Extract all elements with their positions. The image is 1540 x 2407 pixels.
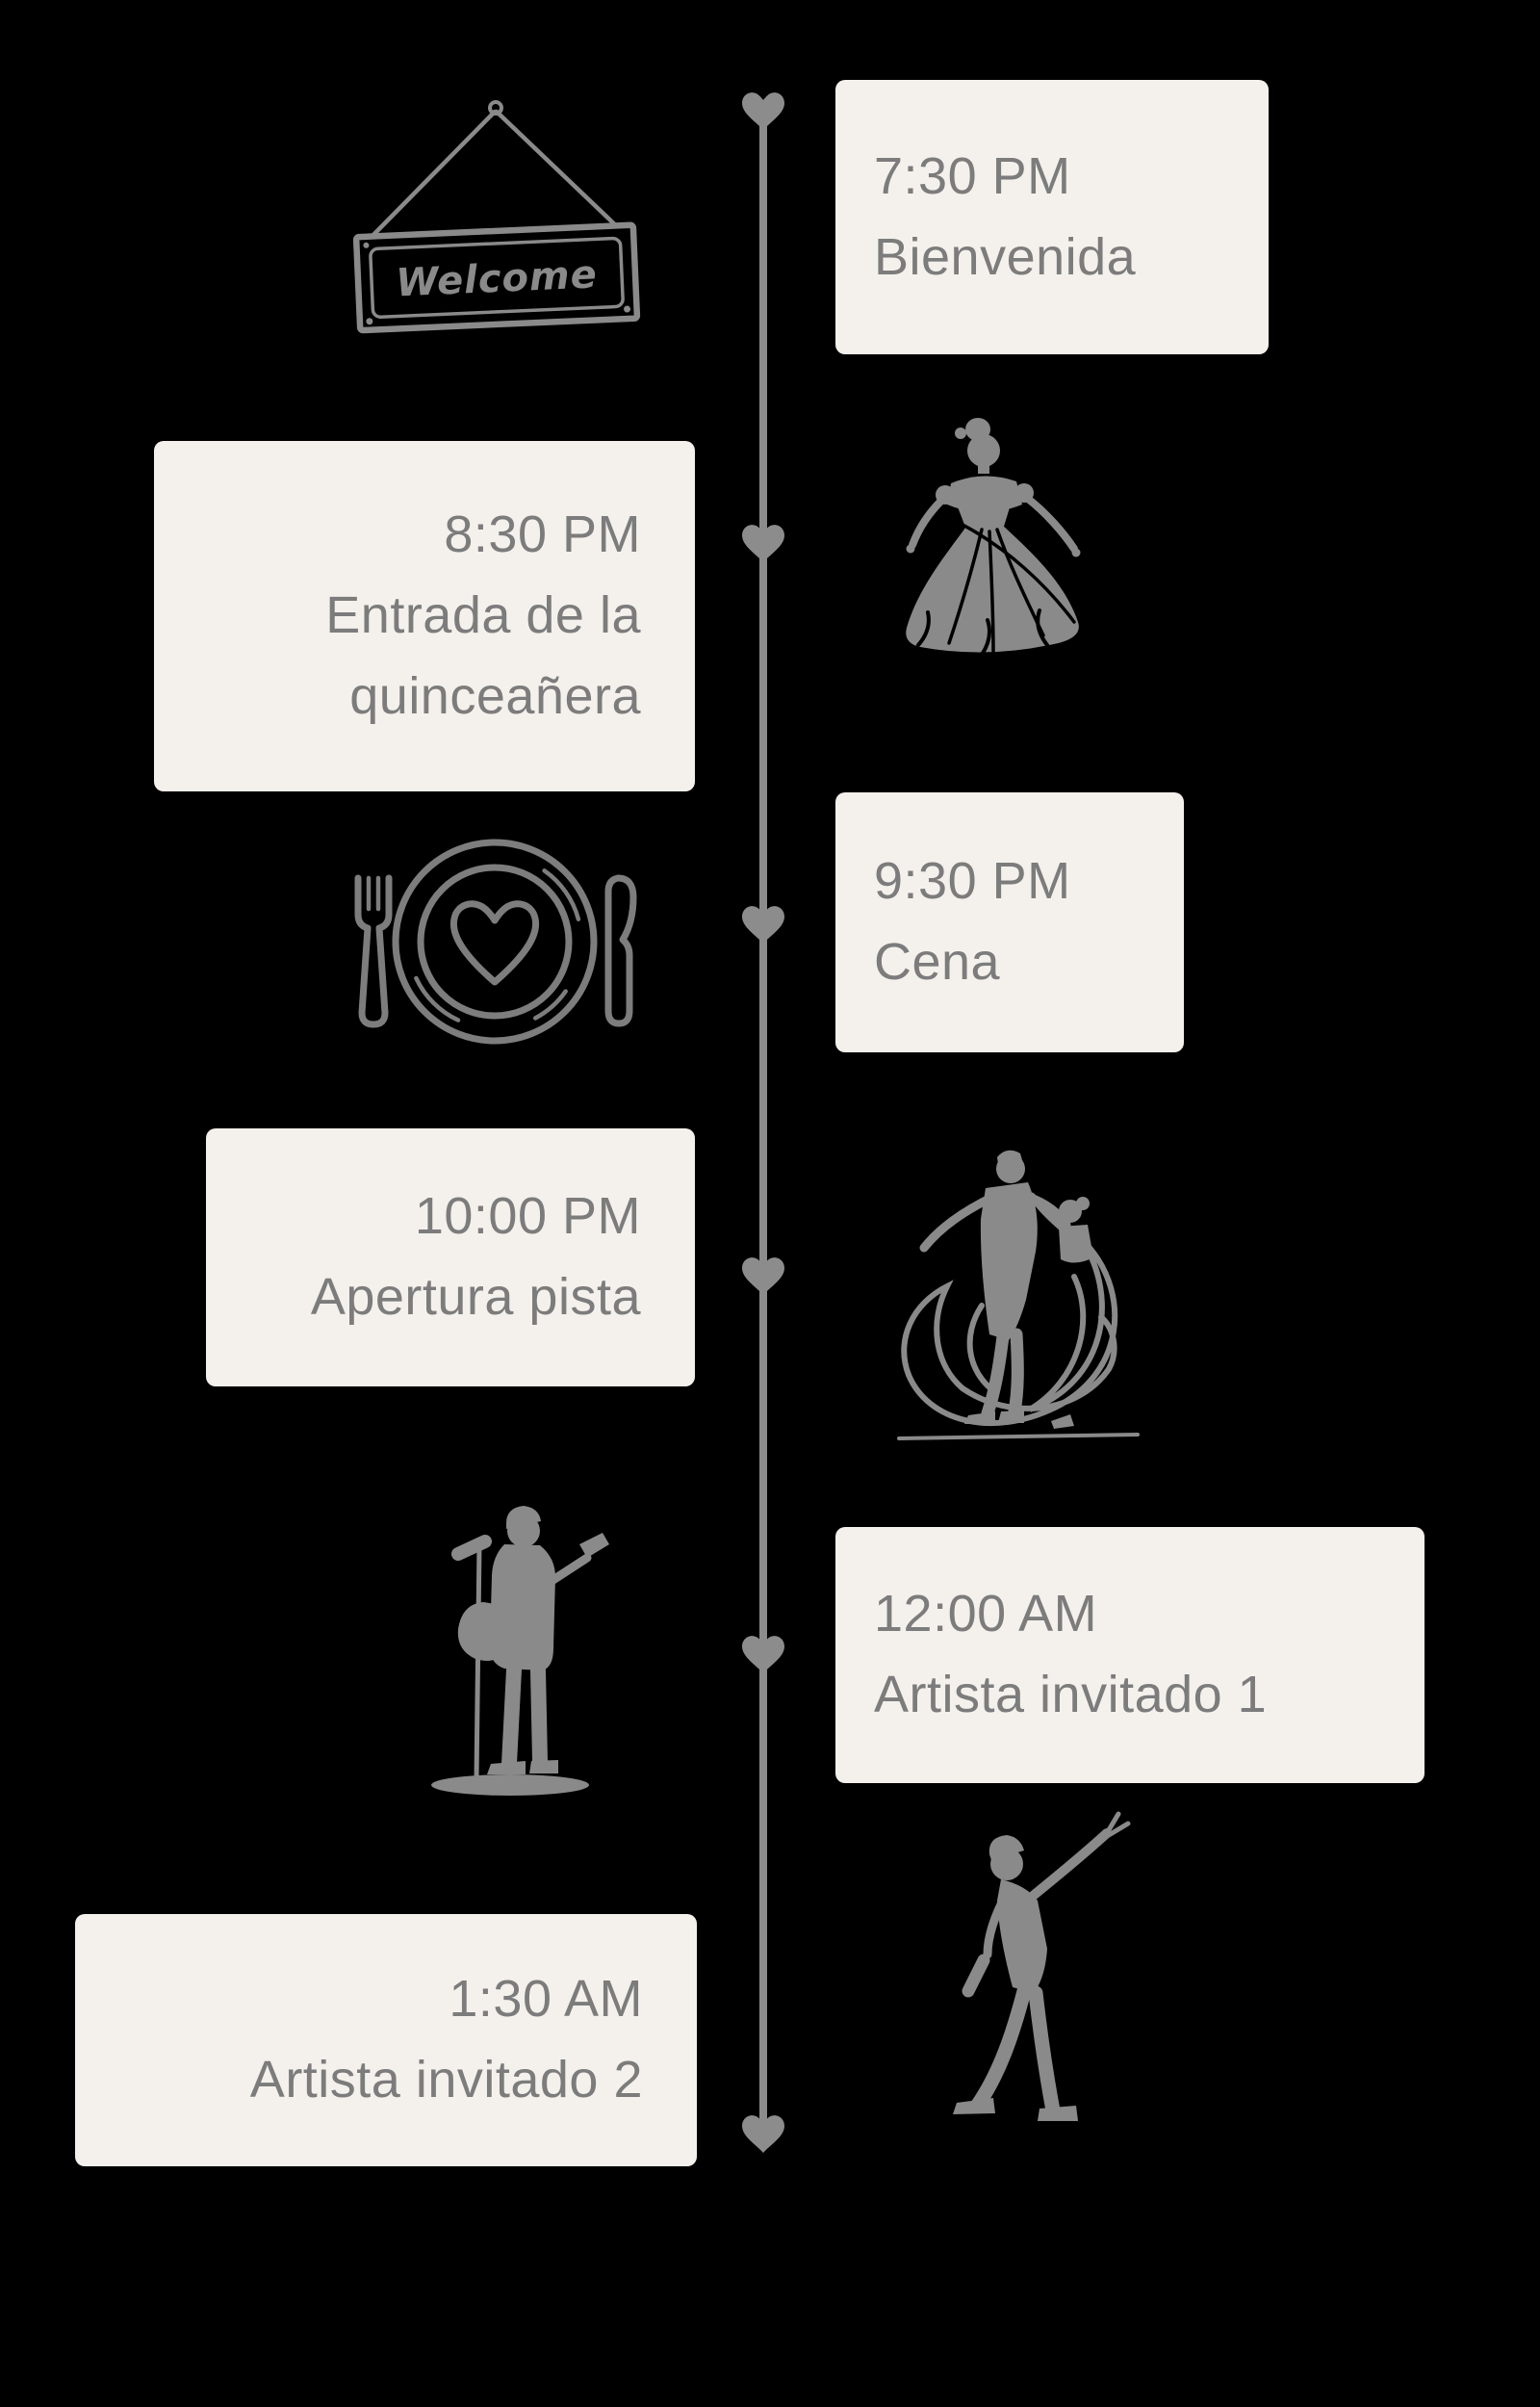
event-time: 12:00 AM — [874, 1585, 1098, 1643]
timeline-heart-marker — [742, 92, 784, 130]
event-time: 9:30 PM — [874, 852, 1071, 911]
event-time: 10:00 PM — [414, 1187, 641, 1246]
dinner-plate-heart-icon — [354, 839, 637, 1045]
event-card-artista-2: 1:30 AM Artista invitado 2 — [75, 1914, 697, 2166]
event-card-artista-1: 12:00 AM Artista invitado 1 — [835, 1527, 1424, 1783]
quinceanera-gown-icon — [906, 418, 1081, 655]
timeline-heart-marker — [742, 2115, 784, 2153]
welcome-sign-text: Welcome — [395, 252, 598, 305]
event-title: Artista invitado 2 — [249, 2051, 643, 2109]
event-card-bienvenida: 7:30 PM Bienvenida — [835, 80, 1269, 354]
performer-mic-icon — [953, 1811, 1131, 2121]
event-time: 1:30 AM — [449, 1970, 643, 2029]
event-title: Bienvenida — [874, 227, 1137, 286]
timeline-heart-marker — [742, 525, 784, 562]
event-title: Apertura pista — [310, 1268, 641, 1326]
welcome-sign-icon: Welcome — [352, 100, 641, 334]
event-time: 7:30 PM — [874, 146, 1071, 205]
timeline-line — [759, 108, 767, 2130]
event-title: Artista invitado 1 — [874, 1666, 1268, 1723]
event-card-entrada: 8:30 PM Entrada de la quinceañera — [154, 441, 695, 791]
timeline-heart-marker — [742, 1257, 784, 1295]
dancing-couple-icon — [897, 1150, 1140, 1440]
event-time: 8:30 PM — [444, 505, 641, 564]
timeline-heart-marker — [742, 1636, 784, 1673]
singer-guitar-icon — [431, 1506, 609, 1796]
event-title: Entrada de la quinceañera — [325, 586, 641, 725]
event-card-cena: 9:30 PM Cena — [835, 792, 1184, 1052]
event-card-apertura-pista: 10:00 PM Apertura pista — [206, 1128, 695, 1386]
event-title: Cena — [874, 933, 1001, 991]
timeline-heart-marker — [742, 906, 784, 944]
